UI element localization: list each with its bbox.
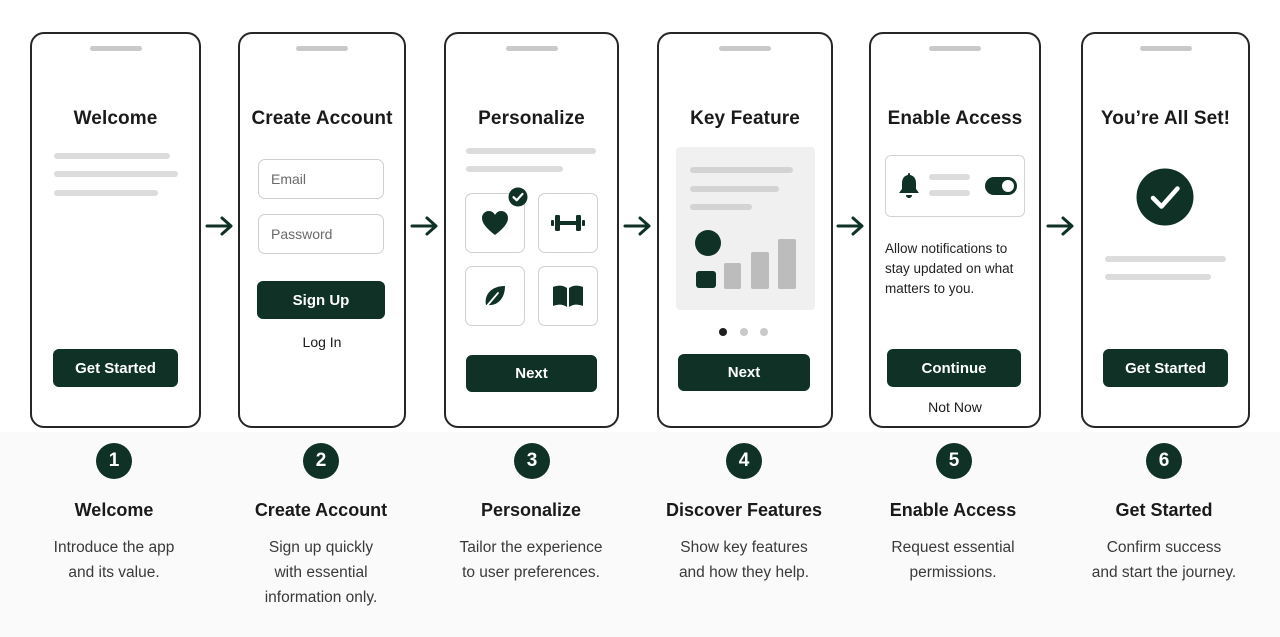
step-number-badge: 2	[303, 443, 339, 479]
arrow-right-icon	[410, 216, 438, 236]
permission-message: Allow notifications to stay updated on w…	[885, 241, 1014, 296]
arrow-right-icon	[1046, 216, 1074, 236]
screen-title: Welcome	[73, 108, 158, 129]
step-number-badge: 3	[514, 443, 550, 479]
phone-personalize: Personalize Next	[444, 32, 619, 428]
screen-title: Personalize	[478, 108, 585, 129]
leaf-icon	[485, 286, 505, 308]
step-description-line: Confirm success	[1106, 539, 1222, 556]
text-placeholder-line	[466, 166, 563, 172]
step-title: Enable Access	[889, 500, 1017, 520]
check-badge-icon	[508, 187, 528, 207]
carousel-dot[interactable]	[740, 328, 748, 336]
text-placeholder-line	[54, 190, 158, 196]
carousel-dot-active[interactable]	[719, 328, 727, 336]
step-description-line: permissions.	[909, 564, 997, 581]
step-number-badge: 5	[936, 443, 972, 479]
step-title: Get Started	[1115, 500, 1213, 520]
get-started-button[interactable]: Get Started	[53, 349, 178, 387]
speaker-bar	[89, 46, 142, 51]
arrow-right-icon	[623, 216, 651, 236]
step-description: Confirm success and start the journey.	[1064, 535, 1264, 585]
step-title: Discover Features	[665, 500, 823, 520]
text-placeholder-line	[929, 174, 970, 180]
step-description: Introduce the app and its value.	[14, 535, 214, 585]
step-title: Personalize	[480, 500, 582, 520]
carousel-dots[interactable]	[719, 328, 769, 336]
screen-title: Key Feature	[690, 108, 800, 129]
step-number-badge: 1	[96, 443, 132, 479]
phone-welcome: Welcome Get Started	[30, 32, 201, 428]
step-description-line: Request essential	[891, 539, 1015, 556]
phone-all-set: You’re All Set! Get Started	[1081, 32, 1250, 428]
checkmark-circle-icon	[1136, 168, 1194, 226]
speaker-bar	[1139, 46, 1192, 51]
feature-preview-card	[676, 147, 815, 310]
chart-illustration	[695, 230, 796, 289]
next-button[interactable]: Next	[678, 354, 810, 391]
toggle-on-icon[interactable]	[985, 177, 1017, 195]
text-placeholder-line	[1105, 256, 1226, 262]
log-in-link[interactable]: Log In	[302, 334, 342, 350]
heart-icon	[482, 211, 508, 235]
arrow-right-icon	[836, 216, 864, 236]
speaker-bar	[929, 46, 981, 51]
step-title: Welcome	[74, 500, 154, 520]
step-description-line: and how they help.	[678, 564, 810, 581]
arrow-right-icon	[205, 216, 233, 236]
screen-title: Create Account	[251, 108, 393, 129]
step-description: Tailor the experience to user preference…	[431, 535, 631, 585]
step-description-line: information only.	[264, 589, 378, 606]
step-description-line: and start the journey.	[1091, 564, 1237, 581]
text-placeholder-line	[929, 190, 970, 196]
interest-tile-nature[interactable]	[465, 266, 525, 326]
get-started-button[interactable]: Get Started	[1103, 349, 1228, 387]
speaker-bar	[719, 46, 771, 51]
steps-background	[0, 432, 1280, 637]
step-number-badge: 6	[1146, 443, 1182, 479]
step-description: Sign up quickly with essential informati…	[221, 535, 421, 610]
text-placeholder-line	[54, 171, 178, 177]
phone-key-feature: Key Feature Next	[657, 32, 833, 428]
password-field[interactable]: Password	[258, 214, 384, 254]
step-description-line: with essential	[274, 564, 368, 581]
book-icon	[553, 285, 583, 307]
text-placeholder-line	[690, 186, 779, 192]
notification-setting-card	[885, 155, 1025, 217]
step-description-line: Show key features	[680, 539, 808, 556]
step-number-badge: 4	[726, 443, 762, 479]
dumbbell-icon	[551, 215, 585, 231]
text-placeholder-line	[466, 148, 596, 154]
speaker-bar	[505, 46, 558, 51]
next-button[interactable]: Next	[466, 355, 597, 392]
phone-create-account: Create Account Email Password Sign Up Lo…	[238, 32, 406, 428]
screen-title: You’re All Set!	[1100, 108, 1231, 129]
text-placeholder-line	[54, 153, 170, 159]
text-placeholder-line	[690, 204, 752, 210]
step-description: Show key features and how they help.	[644, 535, 844, 585]
interest-tile-fitness[interactable]	[538, 193, 598, 253]
interest-tile-reading[interactable]	[538, 266, 598, 326]
not-now-link[interactable]: Not Now	[928, 399, 982, 415]
step-description-line: to user preferences.	[462, 564, 600, 581]
step-title: Create Account	[254, 500, 388, 520]
continue-button[interactable]: Continue	[887, 349, 1021, 387]
step-description-line: Tailor the experience	[459, 539, 603, 556]
text-placeholder-line	[1105, 274, 1211, 280]
bell-icon	[899, 173, 919, 198]
screen-title: Enable Access	[887, 108, 1023, 129]
email-field[interactable]: Email	[258, 159, 384, 199]
step-description-line: Sign up quickly	[268, 539, 374, 556]
step-description-line: Introduce the app	[53, 539, 175, 556]
phone-enable-access: Enable Access Allow notifications to sta…	[869, 32, 1041, 428]
text-placeholder-line	[690, 167, 793, 173]
sign-up-button[interactable]: Sign Up	[257, 281, 385, 319]
carousel-dot[interactable]	[760, 328, 768, 336]
step-description: Request essential permissions.	[853, 535, 1053, 585]
step-description-line: and its value.	[68, 564, 160, 581]
speaker-bar	[296, 46, 348, 51]
